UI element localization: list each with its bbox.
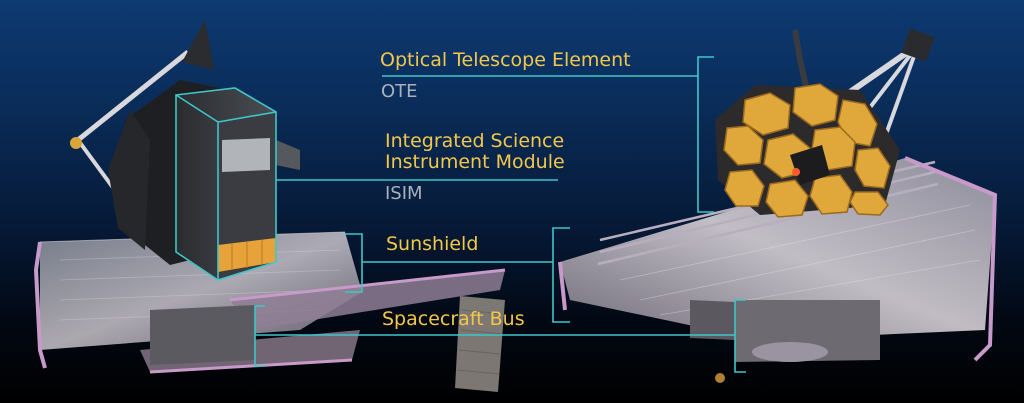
isim-outline (175, 87, 277, 281)
ote-abbr-label: OTE (381, 81, 418, 102)
ote-bracket (697, 56, 714, 213)
sunshield-right-bracket (552, 227, 570, 323)
bus-left-bracket (254, 305, 265, 367)
left-telescope-back-view (33, 20, 506, 392)
ote-label: Optical Telescope Element (380, 49, 631, 71)
isim-label-line2: Instrument Module (385, 151, 565, 173)
bus-right-bracket (734, 299, 746, 373)
sunshield-label: Sunshield (386, 233, 479, 255)
leader-lines (175, 56, 746, 373)
sunshield-left-bracket (345, 233, 363, 293)
right-telescope-front-view (558, 28, 998, 383)
isim-label-line1: Integrated Science (385, 130, 565, 152)
isim-abbr-label: ISIM (385, 183, 423, 204)
spacecraft-bus-label: Spacecraft Bus (382, 308, 525, 330)
